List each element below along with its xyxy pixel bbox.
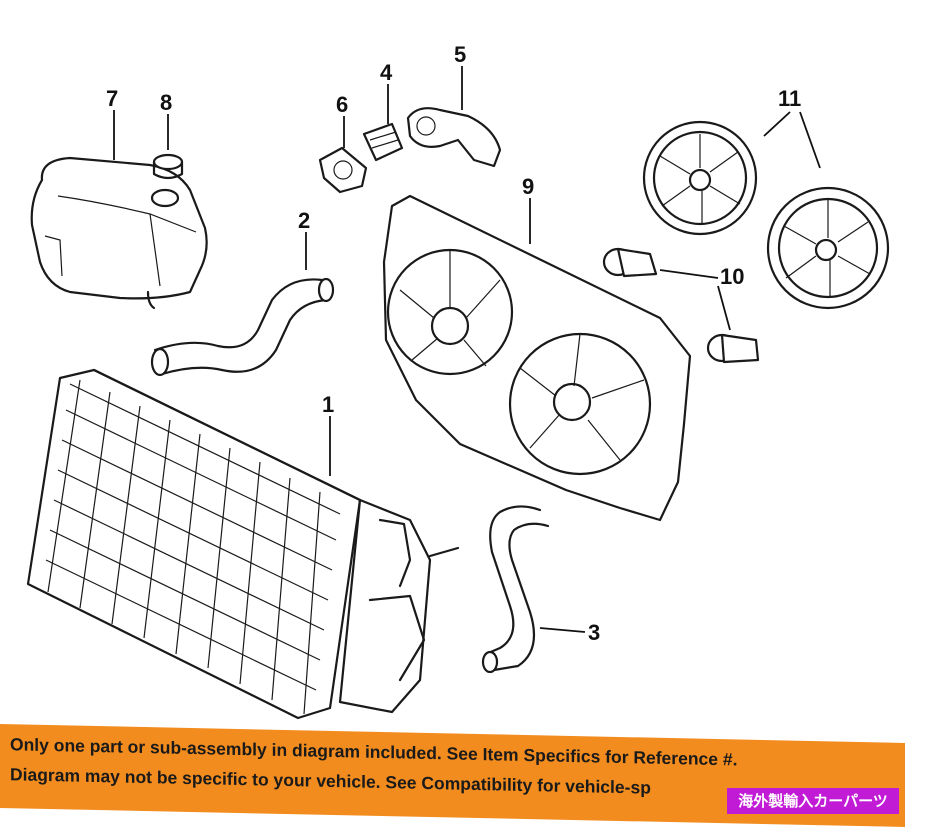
callout-2: 2 (298, 208, 310, 233)
disclaimer-line-2: Diagram may not be specific to your vehi… (10, 764, 651, 798)
fan-blade-right (766, 186, 890, 310)
callout-10: 10 (720, 264, 744, 289)
thermostat (362, 122, 404, 162)
fan-blade-left (642, 120, 758, 236)
leader-3 (539, 627, 586, 633)
lower-radiator-hose (481, 505, 550, 674)
leader-10 (659, 269, 731, 331)
fan-motor-lower (706, 333, 760, 364)
fan-shroud (382, 194, 692, 522)
callout-8: 8 (160, 90, 172, 115)
shop-tag: 海外製輸入カーパーツ (727, 788, 899, 814)
callout-3: 3 (588, 620, 600, 645)
radiator (26, 368, 460, 720)
thermostat-housing (406, 107, 502, 168)
callout-6: 6 (336, 92, 348, 117)
upper-radiator-hose (150, 277, 335, 377)
callout-5: 5 (454, 42, 466, 67)
callout-4: 4 (380, 60, 393, 85)
leader-11 (763, 111, 821, 169)
fan-motor-upper (602, 247, 658, 278)
coolant-reservoir (30, 156, 208, 310)
thermostat-gasket (318, 146, 368, 194)
callout-11: 11 (778, 86, 801, 111)
callout-9: 9 (522, 174, 534, 199)
leader-lines (113, 66, 821, 633)
callout-7: 7 (106, 86, 118, 111)
reservoir-cap (152, 153, 184, 180)
callout-1: 1 (322, 392, 334, 417)
disclaimer-line-1: Only one part or sub-assembly in diagram… (10, 734, 738, 770)
